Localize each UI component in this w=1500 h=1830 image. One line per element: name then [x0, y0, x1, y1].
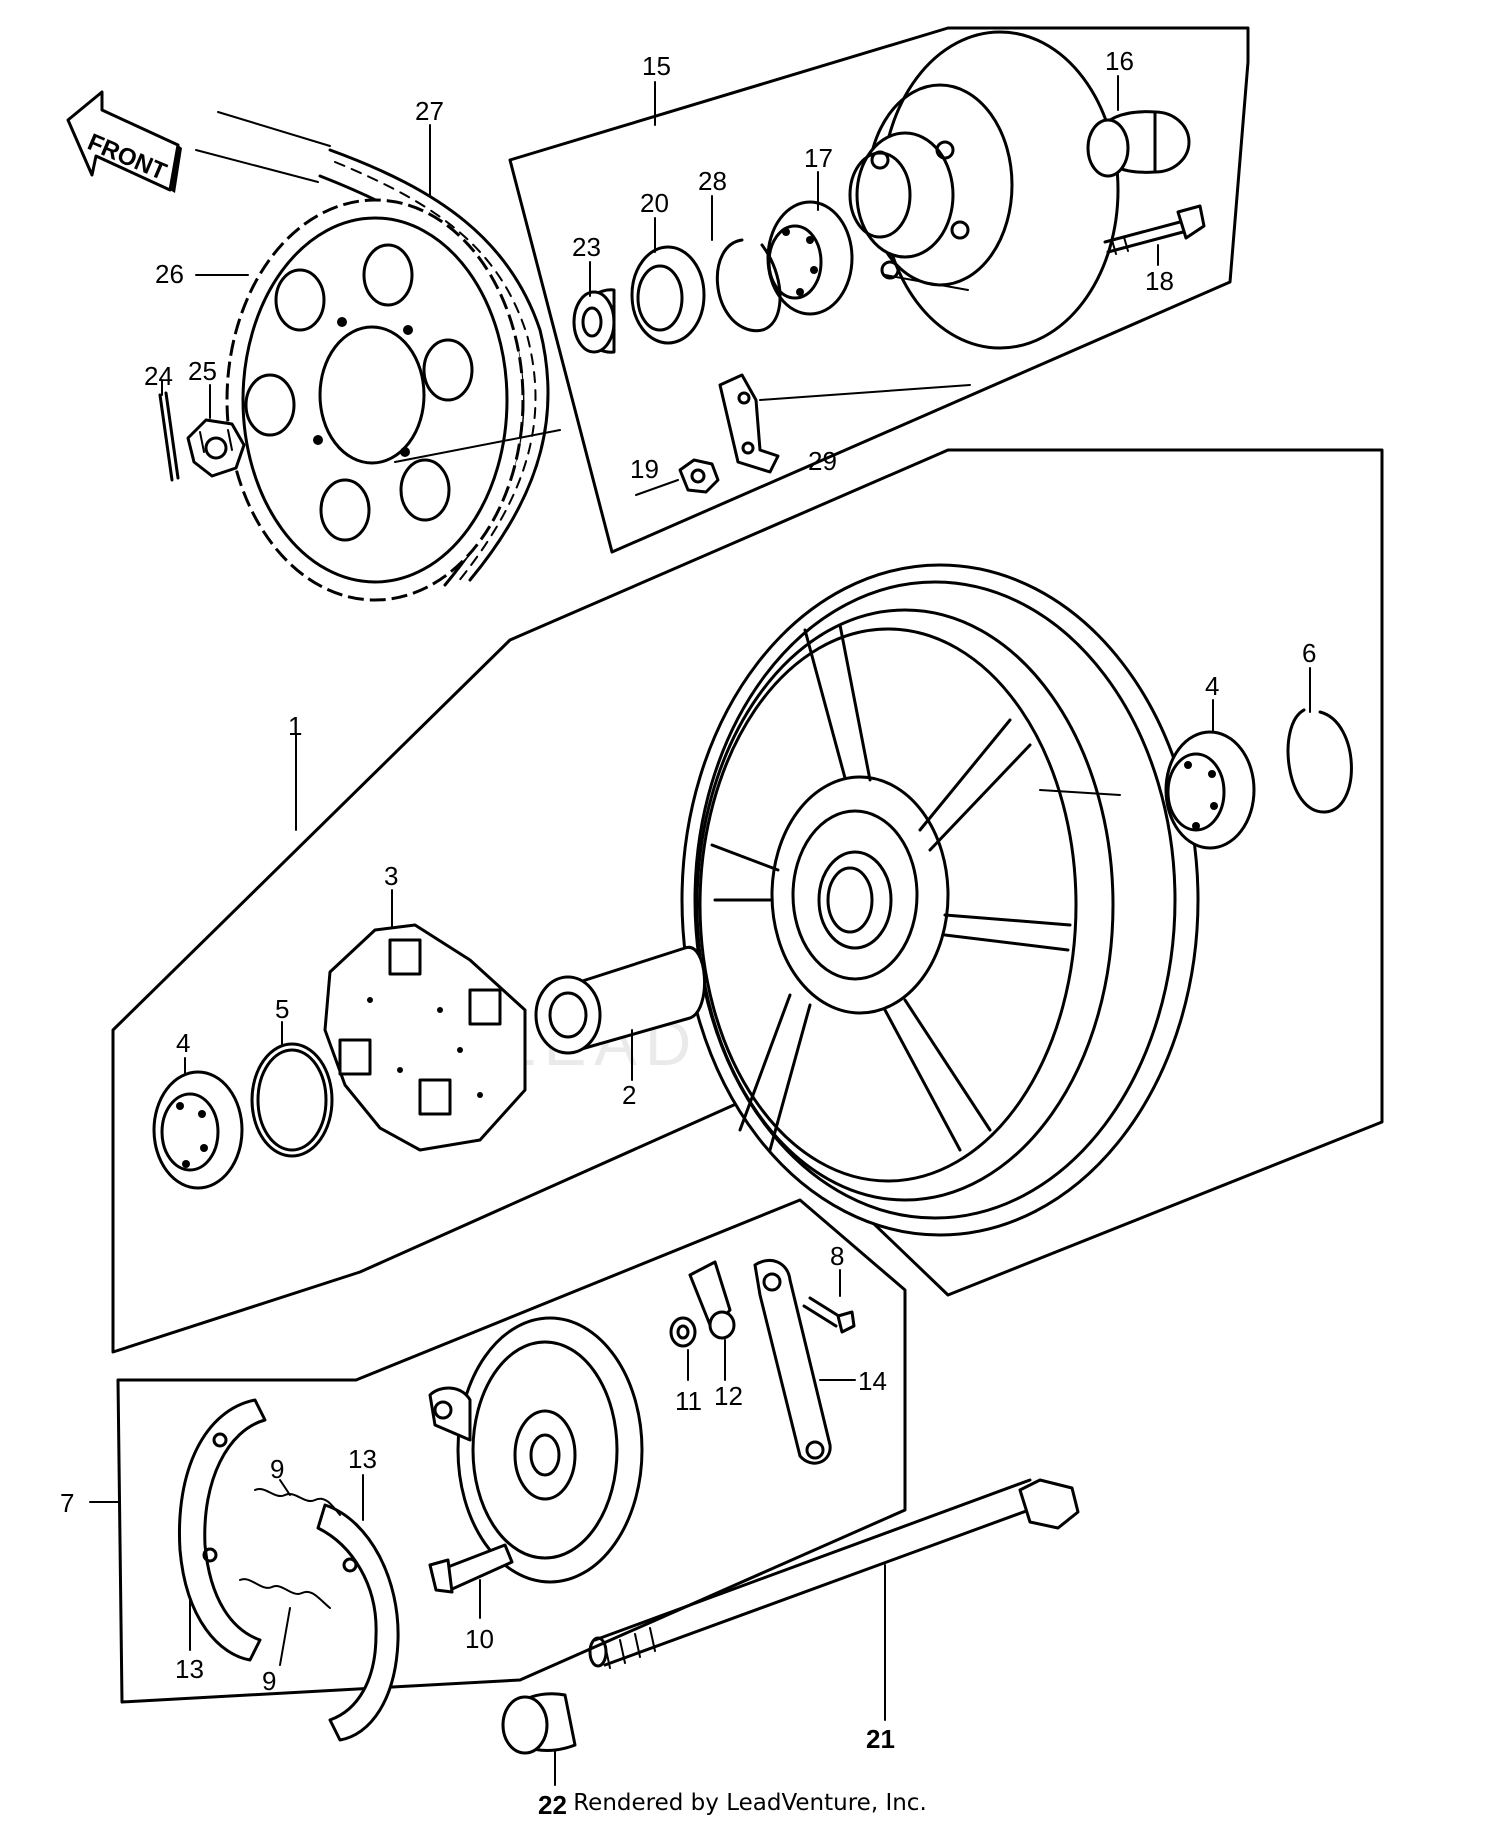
part-9-spring-lower [239, 1578, 331, 1609]
callout-22: 22 [538, 1790, 567, 1820]
callout-16: 16 [1105, 46, 1134, 76]
assembly-15-boundary [508, 26, 1250, 554]
assembly-7-boundary [116, 1198, 907, 1704]
part-21-axle [588, 1478, 1080, 1669]
part-13-brake-shoe-upper [316, 1503, 400, 1742]
callout-13-upper: 13 [348, 1444, 377, 1474]
callout-21: 21 [866, 1724, 895, 1754]
callout-14: 14 [858, 1366, 887, 1396]
callout-13-lower: 13 [175, 1654, 204, 1684]
brake-panel [428, 1316, 644, 1584]
callout-29: 29 [808, 446, 837, 476]
part-18-bolt [1103, 204, 1206, 255]
callout-8: 8 [830, 1241, 844, 1271]
callout-26: 26 [155, 259, 184, 289]
part-15-sprocket-coupling [848, 30, 1120, 350]
part-14-torque-link [753, 1259, 832, 1465]
callout-11: 11 [675, 1386, 702, 1416]
part-20-oil-seal [630, 245, 706, 345]
callout-1: 1 [288, 711, 302, 741]
callout-15: 15 [642, 51, 671, 81]
part-6-circlip [1286, 708, 1353, 814]
callout-20: 20 [640, 188, 669, 218]
part-4-bearing-right [1164, 730, 1256, 850]
part-3-damper [323, 923, 527, 1152]
callout-27: 27 [415, 96, 444, 126]
front-arrow: FRONT [66, 90, 182, 193]
callout-23: 23 [572, 232, 601, 262]
callout-25: 25 [188, 356, 217, 386]
callout-4-right: 4 [1205, 671, 1219, 701]
part-17-bearing [766, 200, 854, 316]
part-29-lock-plate [718, 373, 971, 474]
part-11-washer [669, 1316, 697, 1348]
part-9-spring-upper [254, 1487, 341, 1516]
callout-10: 10 [465, 1624, 494, 1654]
part-19-nut [635, 458, 720, 496]
callout-3: 3 [384, 861, 398, 891]
callout-9-lower: 9 [262, 1666, 276, 1696]
part-24-cotter-pin [158, 391, 180, 482]
part-8-bolt [802, 1296, 856, 1334]
callout-labels: 15 16 17 18 19 20 23 28 29 27 26 24 25 1… [60, 46, 1316, 1820]
part-4-bearing-left [152, 1070, 244, 1190]
callout-6: 6 [1302, 638, 1316, 668]
part-12-indicator [688, 1260, 736, 1340]
part-25-castle-nut [186, 418, 246, 478]
callout-9-upper: 9 [270, 1454, 284, 1484]
part-23-spacer [572, 288, 616, 354]
part-28-circlip [715, 238, 782, 333]
callout-28: 28 [698, 166, 727, 196]
callout-19: 19 [630, 454, 659, 484]
leader-lines [89, 75, 1311, 1786]
callout-17: 17 [804, 143, 833, 173]
part-1-wheel-rim [680, 563, 1200, 1237]
part-10-brake-cam [428, 1543, 514, 1594]
callout-12: 12 [714, 1381, 743, 1411]
part-2-collar-sleeve [534, 946, 707, 1055]
part-22-collar [501, 1692, 577, 1755]
assembly-1-boundary [111, 448, 1384, 1354]
part-5-o-ring [250, 1042, 334, 1158]
callout-18: 18 [1145, 266, 1174, 296]
part-13-brake-shoe-lower [177, 1398, 267, 1662]
callout-4-left: 4 [176, 1028, 190, 1058]
part-26-rear-sprocket [225, 198, 561, 602]
callout-5: 5 [275, 994, 289, 1024]
callout-7: 7 [60, 1488, 74, 1518]
callout-2: 2 [622, 1080, 636, 1110]
part-16-collar [1086, 110, 1191, 178]
rendered-by-credit: Rendered by LeadVenture, Inc. [573, 1790, 927, 1816]
callout-24: 24 [144, 361, 173, 391]
